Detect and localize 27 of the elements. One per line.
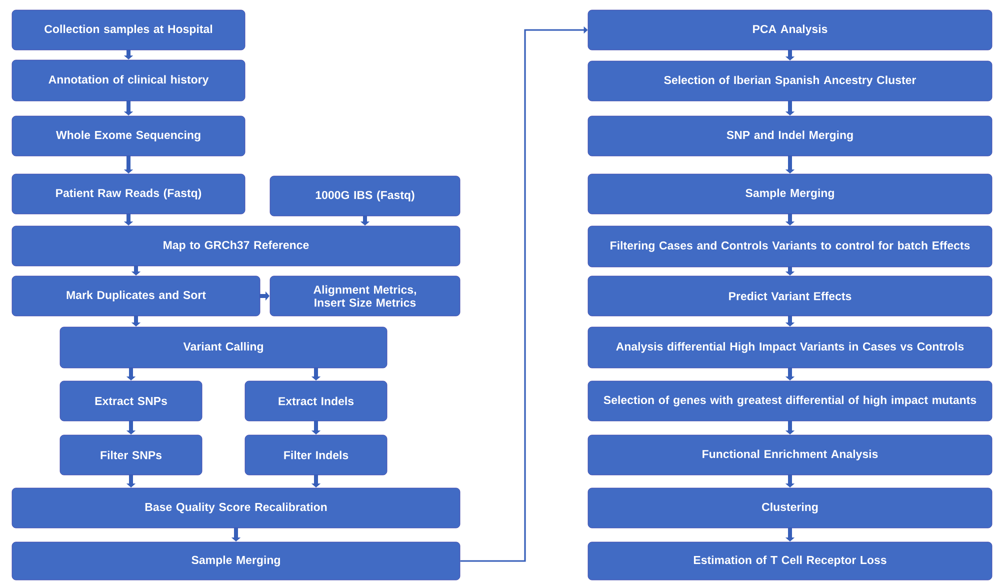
process-box: Alignment Metrics, Insert Size Metrics <box>270 276 460 316</box>
process-box: Predict Variant Effects <box>588 276 992 316</box>
process-box: Functional Enrichment Analysis <box>588 434 992 476</box>
process-box: PCA Analysis <box>588 10 992 50</box>
process-box: Sample Merging <box>588 174 992 214</box>
connector-arrow <box>460 26 588 562</box>
process-box: Clustering <box>588 488 992 528</box>
process-box: Sample Merging <box>12 542 460 580</box>
process-box: Map to GRCh37 Reference <box>12 226 460 266</box>
process-box: Filtering Cases and Controls Variants to control for batch Effects <box>588 226 992 268</box>
process-box: Analysis differential High Impact Variants in Cases vs Controls <box>588 326 992 368</box>
process-box: Estimation of T Cell Receptor Loss <box>588 542 992 580</box>
process-box: Collection samples at Hospital <box>12 10 246 50</box>
process-box: Mark Duplicates and Sort <box>12 276 260 316</box>
process-box: Filter Indels <box>244 434 388 476</box>
process-box: SNP and Indel Merging <box>588 116 992 156</box>
process-box: Base Quality Score Recalibration <box>12 488 460 528</box>
process-box: Whole Exome Sequencing <box>12 116 246 156</box>
process-box: Variant Calling <box>60 326 388 368</box>
process-box: Selection of Iberian Spanish Ancestry Cluster <box>588 60 992 102</box>
process-box: Extract SNPs <box>60 380 202 422</box>
process-box: Extract Indels <box>244 380 388 422</box>
process-box: Patient Raw Reads (Fastq) <box>12 174 246 214</box>
process-box: Annotation of clinical history <box>12 60 246 102</box>
process-box: Filter SNPs <box>60 434 202 476</box>
process-box: Selection of genes with greatest differential of high impact mutants <box>588 380 992 422</box>
process-box: 1000G IBS (Fastq) <box>270 176 460 216</box>
